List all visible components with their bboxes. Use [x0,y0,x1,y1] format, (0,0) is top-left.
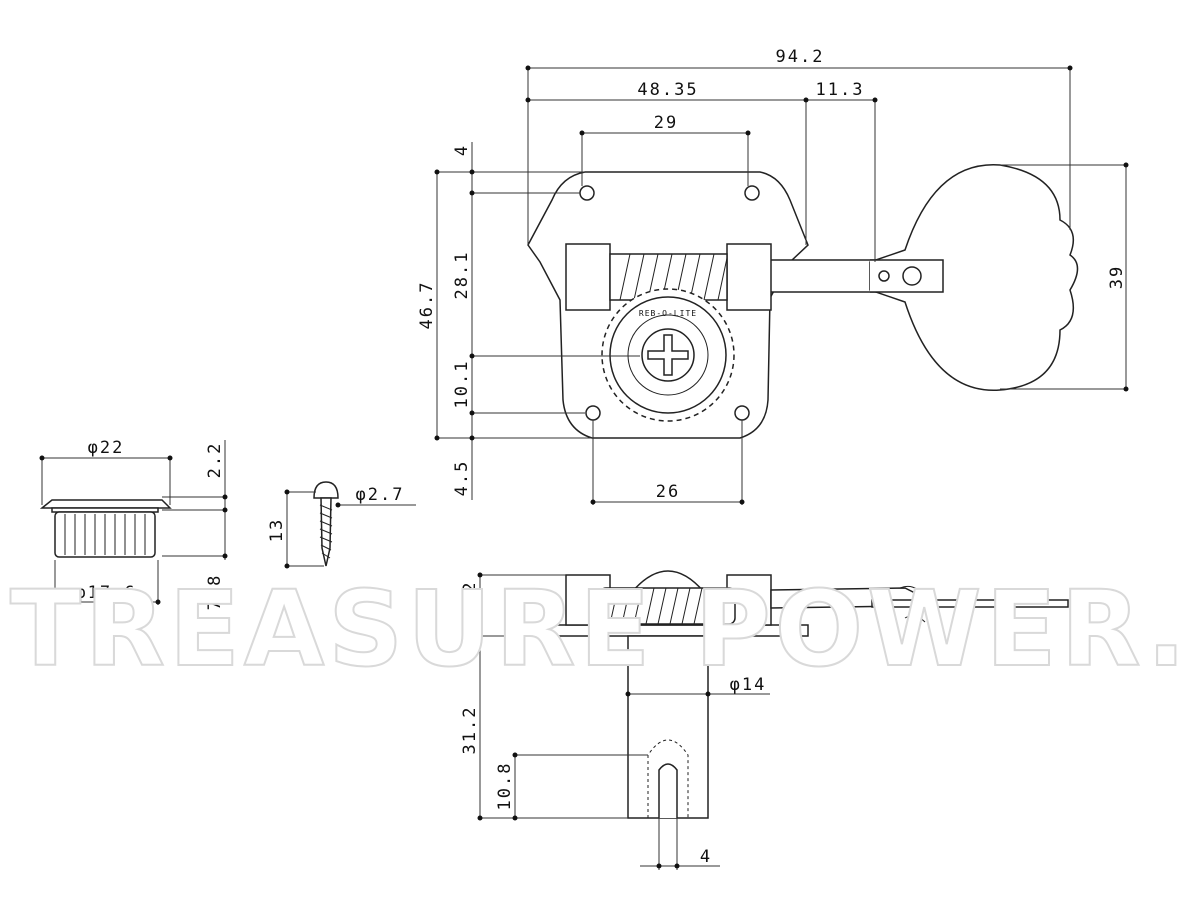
dim-bushing-inner: φ17.6 [75,583,136,603]
tuning-key [869,164,1079,391]
mounting-hole [744,185,760,201]
dim-shaft-to-key: 11.3 [816,80,865,100]
dim-top-holes: 29 [654,113,678,133]
dim-screw-length: 13 [267,518,287,542]
dim-bottom-holes: 26 [656,482,680,502]
dim-post-length: 31.2 [460,706,480,755]
dimension-dots [39,65,1129,869]
dim-key-height: 39 [1107,265,1127,289]
mounting-hole [579,185,595,201]
dim-bushing-flange: 2.2 [205,442,225,479]
main-gear: REB-O-LITE [601,288,735,422]
dim-post-diameter: φ14 [730,675,767,695]
wood-screw [313,481,339,567]
dim-bushing-height: 7.8 [205,574,225,611]
dim-screw-diameter: φ2.7 [356,485,405,505]
top-view: REB-O-LITE [527,164,1079,439]
side-view [529,570,1069,819]
side-worm [599,587,736,625]
dim-overall-height: 46.7 [417,281,437,330]
dim-top-offset: 4 [452,144,472,156]
worm-bearing [565,243,611,311]
bushing [39,499,172,558]
mounting-hole [585,405,601,421]
dim-worm-height: 28.1 [452,251,472,300]
dim-bottom-offset: 4.5 [452,460,472,497]
dim-slot-depth: 10.8 [495,762,515,811]
string-slot [658,763,678,818]
dimension-labels: 94.2 48.35 11.3 29 26 39 46.7 4 28.1 10.… [75,47,1127,867]
phillips-screw-icon [647,334,689,376]
dim-side-height: 11.2 [460,581,480,630]
worm-bearing [726,243,772,311]
mounting-hole [734,405,750,421]
dim-bushing-diameter: φ22 [88,438,125,458]
dim-lower-height: 10.1 [452,360,472,409]
dim-total-length: 94.2 [776,47,825,67]
dim-body-to-shaft: 48.35 [637,80,698,100]
gear-stamp: REB-O-LITE [639,309,697,318]
watermark: TREASURE POWER. [10,568,1190,690]
side-key [871,599,1069,608]
dim-slot-width: 4 [700,847,712,867]
